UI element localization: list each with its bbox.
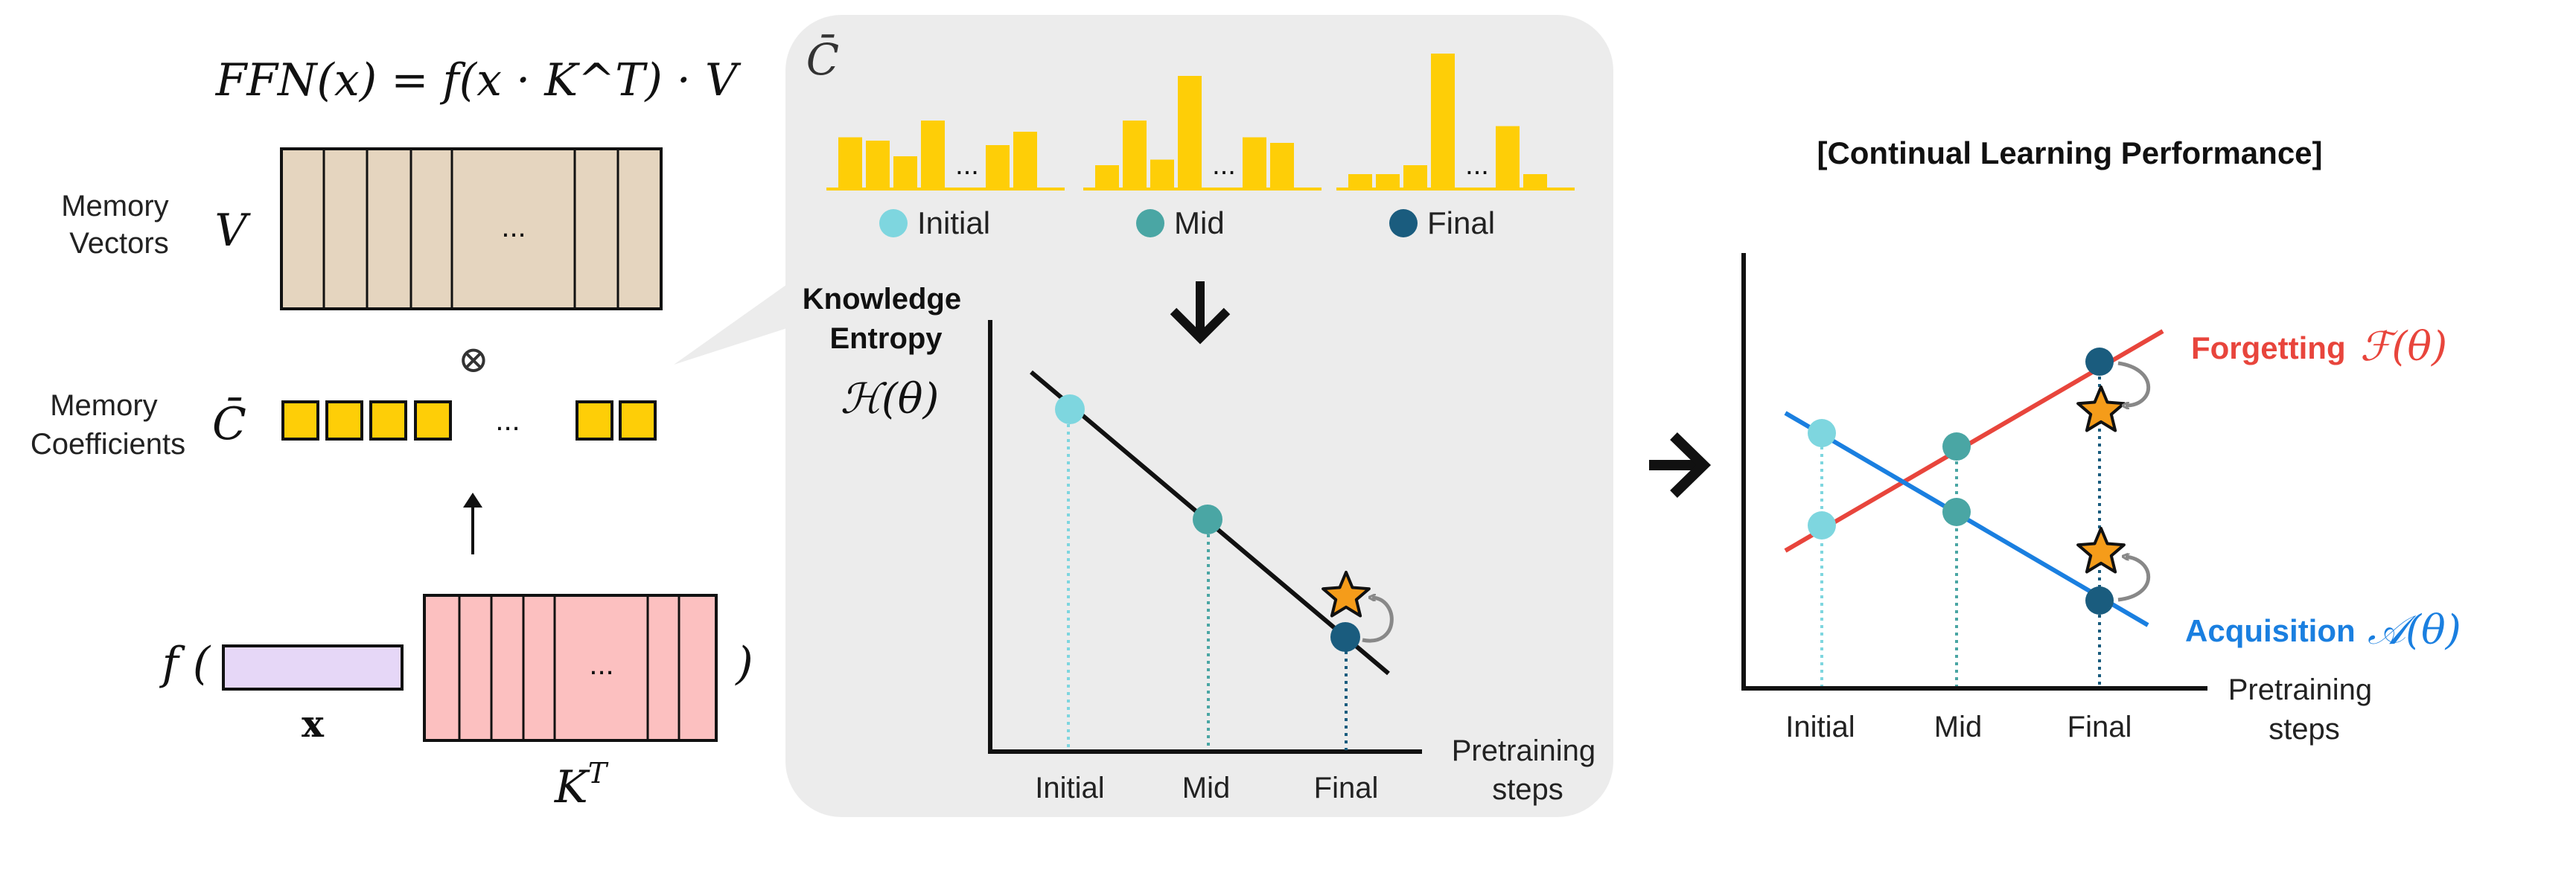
- histogram-bar: [1376, 174, 1400, 188]
- forgetting-symbol: ℱ(θ): [2360, 323, 2447, 370]
- ffn-formula: FFN(x) = f(x · K^T) · V: [215, 54, 742, 106]
- tick-mid-right: Mid: [1934, 711, 1982, 743]
- histogram-ellipsis: ...: [1465, 150, 1489, 181]
- histogram-bar: [1431, 54, 1455, 188]
- acquisition-symbol: 𝒜(θ): [2368, 606, 2461, 653]
- histogram-ellipsis: ...: [955, 150, 979, 181]
- c-bar-symbol-left: C̄: [212, 397, 246, 450]
- star-icon: [1322, 571, 1371, 618]
- point-final: [1330, 622, 1360, 652]
- forg-point-final: [2085, 348, 2114, 376]
- x-symbol: x: [302, 702, 325, 746]
- down-arrow-icon: [1170, 281, 1231, 345]
- histogram-bar: [1123, 121, 1147, 188]
- forgetting-label: Forgetting: [2191, 330, 2346, 365]
- forg-point-initial: [1808, 511, 1836, 540]
- f-close: ): [734, 638, 753, 690]
- entropy-title: Knowledge Entropy: [803, 283, 969, 355]
- middle-panel: C̄ ... Initial... Mid... Final Knowledge En…: [674, 15, 1613, 817]
- x-vector: [222, 644, 404, 691]
- histogram-bar: [838, 137, 862, 188]
- histogram-bar: [893, 156, 917, 188]
- continual-learning-title: [Continual Learning Performance]: [1817, 135, 2322, 170]
- histogram-bar: [1095, 165, 1119, 188]
- tick-final-mid: Final: [1314, 772, 1379, 804]
- histogram-bar: [986, 145, 1010, 188]
- point-mid: [1193, 505, 1222, 534]
- right-arrow-icon: [1649, 432, 1712, 499]
- entropy-symbol: ℋ(θ): [841, 375, 940, 423]
- histogram-bar: [1150, 159, 1174, 188]
- zoom-callout: [674, 283, 789, 365]
- tick-initial-right: Initial: [1785, 711, 1855, 743]
- f-open: f (: [159, 638, 211, 690]
- tick-final-right: Final: [2068, 711, 2132, 743]
- curved-arrow-icon: [1362, 598, 1394, 643]
- coefficient-ellipsis: ...: [495, 404, 520, 437]
- acq-point-final: [2085, 586, 2114, 615]
- histogram-bar: [866, 141, 890, 188]
- pretraining-steps-label-mid: Pretraining steps: [1452, 734, 1604, 806]
- legend-dot-initial: [879, 209, 908, 237]
- kt-matrix: [423, 594, 718, 742]
- legend-dot-mid: [1136, 209, 1164, 237]
- left-panel: FFN(x) = f(x · K^T) · V Memory Vectors V…: [31, 54, 753, 813]
- memory-coefficients-row: [281, 400, 657, 441]
- legend-label-final: Final: [1427, 205, 1495, 240]
- point-initial: [1055, 394, 1085, 424]
- acq-point-initial: [1808, 419, 1836, 447]
- memory-vectors-label: Memory Vectors: [61, 190, 177, 260]
- histogram-bar: [1348, 174, 1372, 188]
- histogram-bar: [1523, 174, 1547, 188]
- tick-mid-mid: Mid: [1182, 772, 1230, 804]
- c-bar-symbol-mid: C̄: [806, 33, 839, 85]
- curved-arrow-icon-acquisition: [2117, 557, 2151, 602]
- histogram-bar: [1243, 137, 1266, 188]
- kt-ellipsis: ...: [589, 648, 613, 681]
- right-panel: [Continual Learning Performance] Forgett…: [1741, 135, 2461, 746]
- histograms: ... Initial... Mid... Final: [826, 54, 1575, 240]
- curved-arrow-icon-forgetting: [2117, 361, 2151, 406]
- histogram-bar: [1013, 132, 1037, 188]
- histogram-ellipsis: ...: [1212, 150, 1236, 181]
- v-symbol: V: [214, 205, 251, 257]
- star-icon-forgetting: [2076, 385, 2126, 432]
- histogram-bar: [1270, 143, 1294, 188]
- legend-dot-final: [1389, 209, 1418, 237]
- histogram-bar: [921, 121, 945, 188]
- v-ellipsis: ...: [501, 211, 526, 243]
- legend-label-mid: Mid: [1174, 205, 1225, 240]
- histogram-bar: [1178, 76, 1202, 188]
- acq-point-mid: [1942, 498, 1971, 526]
- memory-coefficients-label: Memory Coefficients: [31, 389, 185, 461]
- star-icon-acquisition: [2076, 527, 2126, 574]
- acquisition-label: Acquisition: [2185, 613, 2356, 648]
- kt-symbol: KT: [554, 757, 609, 813]
- histogram-bar: [1496, 126, 1520, 188]
- pretraining-steps-label-right: Pretraining steps: [2228, 673, 2381, 746]
- memory-vectors-matrix: [280, 147, 663, 310]
- forg-point-mid: [1942, 432, 1971, 461]
- legend-label-initial: Initial: [917, 205, 990, 240]
- tick-initial-mid: Initial: [1035, 772, 1104, 804]
- up-arrow-icon: [463, 493, 482, 554]
- histogram-bar: [1403, 165, 1427, 188]
- otimes-symbol: ⊗: [458, 338, 489, 381]
